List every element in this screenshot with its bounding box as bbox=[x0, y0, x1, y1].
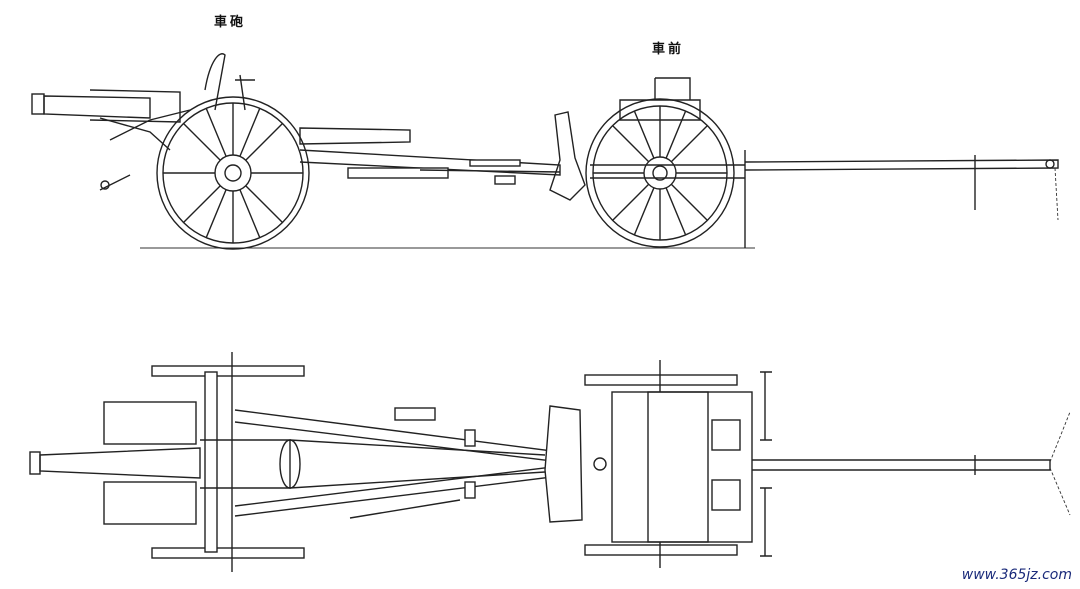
plan-view bbox=[29, 352, 1071, 572]
gun-wheel-top-plan bbox=[151, 365, 305, 377]
limber-label: 車前 bbox=[652, 42, 685, 57]
axle-seat-bottom bbox=[103, 481, 197, 525]
gun-shield-plan bbox=[204, 371, 218, 553]
limber-pole-plan bbox=[752, 411, 1071, 516]
trail-side bbox=[299, 127, 561, 185]
trail-plan bbox=[234, 407, 561, 519]
sight-side bbox=[235, 74, 255, 111]
side-elevation bbox=[31, 53, 1059, 250]
limber-plan bbox=[584, 360, 772, 568]
gun-shield-side bbox=[204, 53, 226, 111]
trail-end-plan bbox=[544, 405, 583, 523]
gun-carriage-label: 車砲 bbox=[214, 15, 247, 30]
gun-barrel-side bbox=[31, 89, 191, 191]
limber-pole-side bbox=[744, 155, 1059, 221]
limber-wheel bbox=[585, 98, 735, 248]
gun-barrel-plan bbox=[29, 439, 301, 489]
gun-wheel-bottom-plan bbox=[151, 547, 305, 559]
limber-body-side bbox=[590, 77, 746, 248]
watermark: www.365jz.com bbox=[961, 567, 1072, 583]
gun-wheel bbox=[156, 96, 310, 250]
trail-spade-side bbox=[549, 111, 586, 201]
axle-seat-top bbox=[103, 401, 197, 445]
